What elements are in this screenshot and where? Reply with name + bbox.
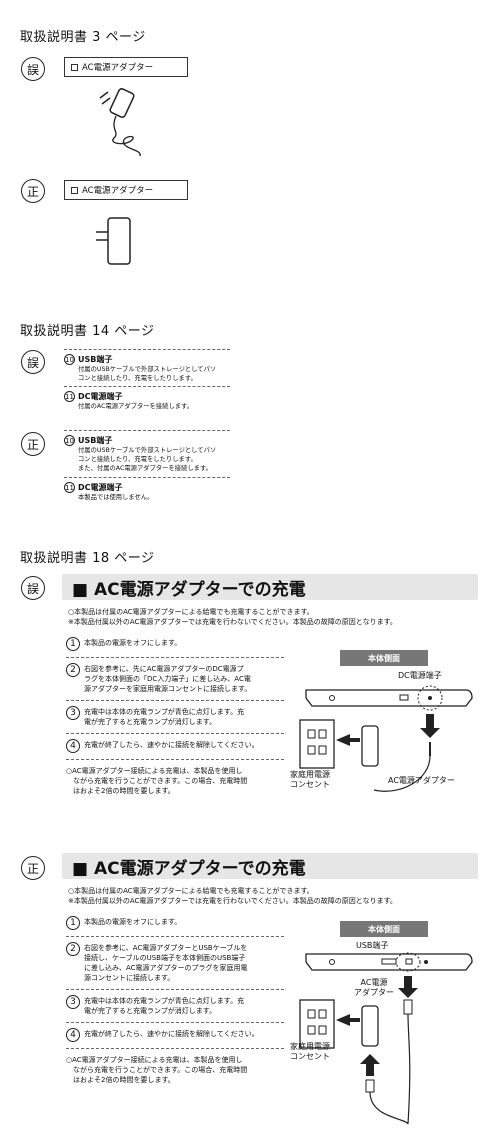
step-number: 3 xyxy=(66,706,80,720)
wrong-mark: 誤 xyxy=(21,350,45,374)
item-desc: 付属のUSBケーブルで外部ストレージとしてパソ コンと接続したり、充電をしたりし… xyxy=(78,366,217,382)
outlet-label: 家庭用電源 コンセント xyxy=(290,1042,330,1061)
usb-charging-diagram xyxy=(299,952,473,1125)
steps-list: 1 本製品の電源をオフにします。 2 右図を参考に、AC電源アダプターとUSBケーブ… xyxy=(66,916,284,1085)
item-10: 10 USB端子 付属のUSBケーブルで外部ストレージとしてパソ コンと接続した… xyxy=(64,354,234,383)
checkbox-icon xyxy=(71,63,78,71)
step-3: 3 充電中は本体の充電ランプが青色に点灯します。充 電が完了すると充電ランプが消灯… xyxy=(66,995,284,1016)
adapter-label: AC電源アダプター xyxy=(388,776,455,785)
step-text: 本製品の電源をオフにします。 xyxy=(84,918,182,926)
adapter-label: AC電源 アダプター xyxy=(354,978,394,997)
item-title: DC電源端子 xyxy=(78,483,123,492)
step-number: 1 xyxy=(66,637,80,651)
section1-heading: 取扱説明書 3 ページ xyxy=(20,30,146,45)
step-text: 本製品の電源をオフにします。 xyxy=(84,639,182,647)
step-number: 4 xyxy=(66,1028,80,1042)
adapter-with-cable-illustration xyxy=(99,88,141,157)
port-label: USB端子 xyxy=(356,941,389,950)
step-4: 4 充電が終了したら、速やかに接続を解除してください。 xyxy=(66,739,284,753)
section2-heading: 取扱説明書 14 ページ xyxy=(20,324,155,339)
number-badge: 10 xyxy=(64,354,75,365)
step-number: 3 xyxy=(66,995,80,1009)
correct-mark: 正 xyxy=(21,432,45,456)
item-title: USB端子 xyxy=(78,436,113,445)
side-view-badge: 本体側面 xyxy=(340,921,428,937)
correct-mark: 正 xyxy=(21,856,45,880)
charging-banner: ■ AC電源アダプターでの充電 xyxy=(62,853,478,879)
step-3: 3 充電中は本体の充電ランプが青色に点灯します。充 電が完了すると充電ランプが消灯… xyxy=(66,706,284,727)
dc-charging-diagram xyxy=(299,685,473,792)
charging-note: ○本製品は付属のAC電源アダプターによる給電でも充電することができます。 ※本製… xyxy=(68,887,397,905)
steps-list: 1 本製品の電源をオフにします。 2 右図を参考に、先にAC電源アダプターのDC電源… xyxy=(66,637,284,796)
item-desc: 付属のUSBケーブルで外部ストレージとしてパソ コンと接続したり、充電をしたりし… xyxy=(78,447,217,472)
charging-note: ○本製品は付属のAC電源アダプターによる給電でも充電することができます。 ※本製… xyxy=(68,608,397,626)
step-text: 右図を参考に、先にAC電源アダプターのDC電源プ ラグを本体側面の「DC入力端子… xyxy=(84,665,252,693)
footnote: ○AC電源アダプター接続による充電は、本製品を使用し ながら充電を行うことができ… xyxy=(66,767,248,795)
step-1: 1 本製品の電源をオフにします。 xyxy=(66,916,284,930)
step-number: 4 xyxy=(66,739,80,753)
step-text: 右図を参考に、AC電源アダプターとUSBケーブルを 接続し、ケーブルのUSB端子… xyxy=(84,944,248,982)
wrong-mark: 誤 xyxy=(21,57,45,81)
item-title: DC電源端子 xyxy=(78,392,123,401)
number-badge: 10 xyxy=(64,435,75,446)
correct-mark: 正 xyxy=(21,179,45,203)
item-desc: 付属のAC電源アダプターを接続します。 xyxy=(78,403,194,410)
step-4: 4 充電が終了したら、速やかに接続を解除してください。 xyxy=(66,1028,284,1042)
item-11: 11 DC電源端子 付属のAC電源アダプターを接続します。 xyxy=(64,391,234,411)
step-text: 充電が終了したら、速やかに接続を解除してください。 xyxy=(84,741,259,749)
adapter-label-box: AC電源アダプター xyxy=(64,57,188,77)
adapter-label: AC電源アダプター xyxy=(82,63,154,73)
number-badge: 11 xyxy=(64,391,75,402)
divider xyxy=(64,477,230,478)
adapter-label-box-correct: AC電源アダプター xyxy=(64,180,188,200)
outlet-label: 家庭用電源 コンセント xyxy=(290,770,330,789)
adapter-label: AC電源アダプター xyxy=(82,186,154,196)
side-view-badge: 本体側面 xyxy=(340,650,428,666)
divider xyxy=(64,386,230,387)
port-label: DC電源端子 xyxy=(398,671,442,680)
number-badge: 11 xyxy=(64,482,75,493)
checkbox-icon xyxy=(71,186,78,194)
item-title: USB端子 xyxy=(78,355,113,364)
item-desc: 本製品では使用しません。 xyxy=(78,494,154,501)
footnote: ○AC電源アダプター接続による充電は、本製品を使用し ながら充電を行うことができ… xyxy=(66,1056,248,1084)
step-number: 2 xyxy=(66,942,80,956)
step-text: 充電中は本体の充電ランプが青色に点灯します。充 電が完了すると充電ランプが消灯し… xyxy=(84,997,245,1015)
section3-heading: 取扱説明書 18 ページ xyxy=(20,551,155,566)
adapter-illustration xyxy=(96,217,131,265)
item-11: 11 DC電源端子 本製品では使用しません。 xyxy=(64,482,234,502)
step-2: 2 右図を参考に、AC電源アダプターとUSBケーブルを 接続し、ケーブルのUSB端… xyxy=(66,942,284,983)
step-text: 充電中は本体の充電ランプが青色に点灯します。充 電が完了すると充電ランプが消灯し… xyxy=(84,708,245,726)
step-2: 2 右図を参考に、先にAC電源アダプターのDC電源プ ラグを本体側面の「DC入力端… xyxy=(66,663,284,694)
step-number: 1 xyxy=(66,916,80,930)
item-10: 10 USB端子 付属のUSBケーブルで外部ストレージとしてパソ コンと接続した… xyxy=(64,435,234,473)
step-1: 1 本製品の電源をオフにします。 xyxy=(66,637,284,651)
divider xyxy=(64,349,230,350)
step-number: 2 xyxy=(66,663,80,677)
divider xyxy=(64,430,230,431)
step-text: 充電が終了したら、速やかに接続を解除してください。 xyxy=(84,1030,259,1038)
charging-banner: ■ AC電源アダプターでの充電 xyxy=(62,574,478,600)
wrong-mark: 誤 xyxy=(21,576,45,600)
